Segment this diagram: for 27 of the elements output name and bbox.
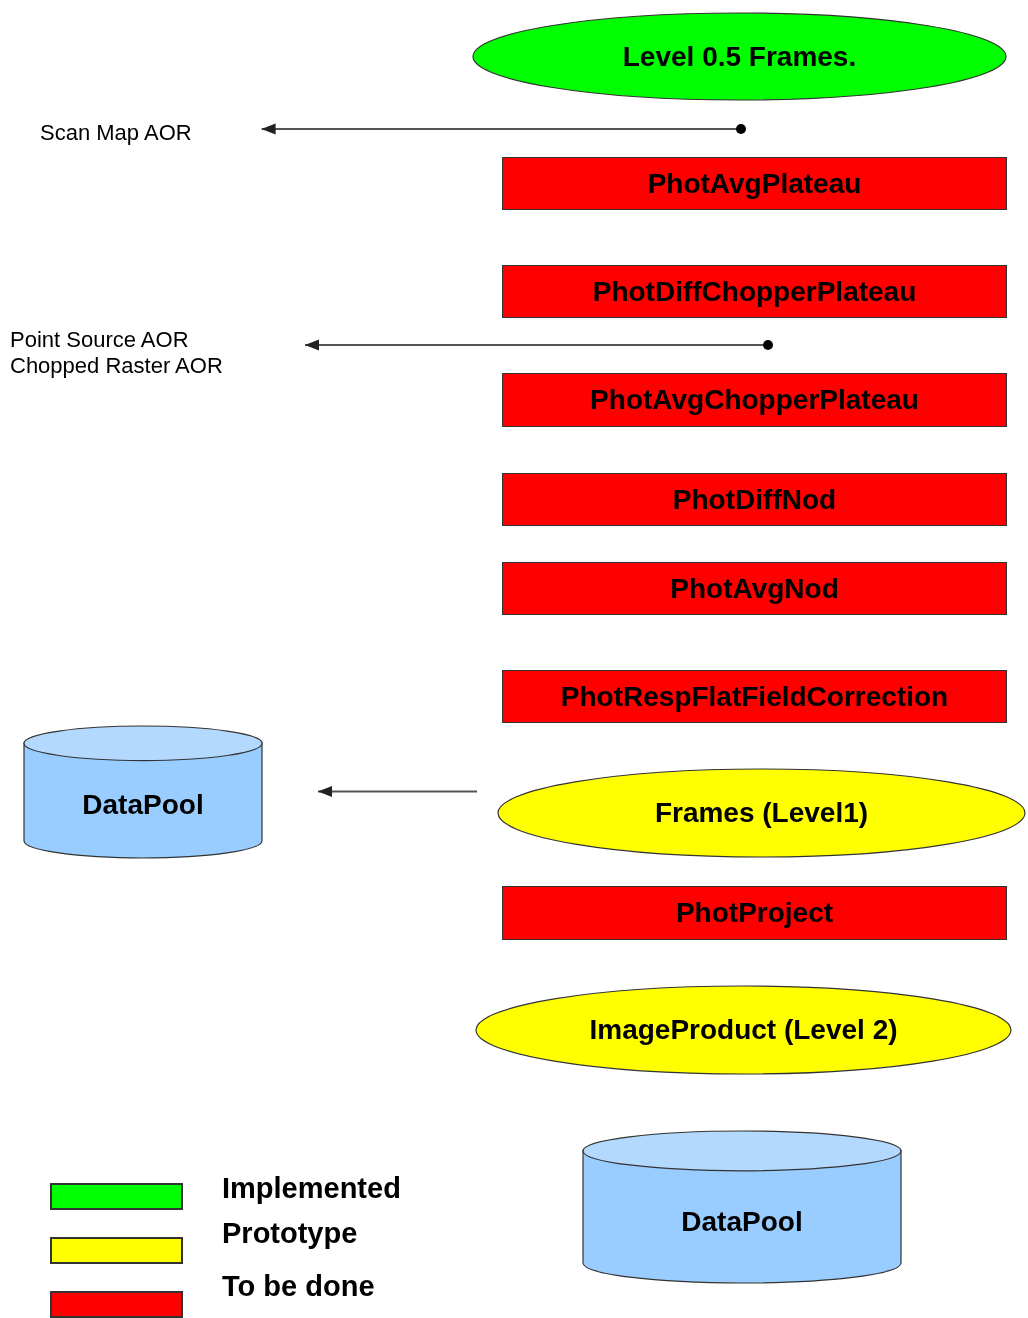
side-label: Point Source AOR Chopped Raster AOR [10,326,224,380]
node-label: PhotRespFlatFieldCorrection [560,680,949,713]
process-box [502,265,1007,318]
node-label: PhotAvgChopperPlateau [590,384,919,416]
node-label: DataPool [82,788,204,821]
node-label: PhotProject [675,897,834,929]
node-label: Frames (Level1) [654,797,869,829]
process-box [502,373,1007,427]
legend-label: To be done [222,1270,375,1303]
node-label: ImageProduct (Level 2) [589,1014,898,1046]
side-label: Scan Map AOR [40,119,192,147]
process-box [502,670,1007,723]
node-label: PhotAvgNod [670,572,839,605]
process-box [502,473,1007,526]
arrow [304,339,773,351]
legend-label: Prototype [222,1217,358,1250]
node-label: PhotDiffNod [672,483,837,516]
process-box [502,157,1007,210]
process-box [502,562,1007,615]
node-label: DataPool [681,1205,803,1238]
node-label: PhotDiffChopperPlateau [592,275,917,308]
arrow [260,123,746,135]
node-label: PhotAvgPlateau [647,167,862,200]
process-box [502,886,1007,940]
arrow [317,785,478,798]
legend-label: Implemented [222,1172,401,1205]
node-label: Level 0.5 Frames. [622,40,857,73]
